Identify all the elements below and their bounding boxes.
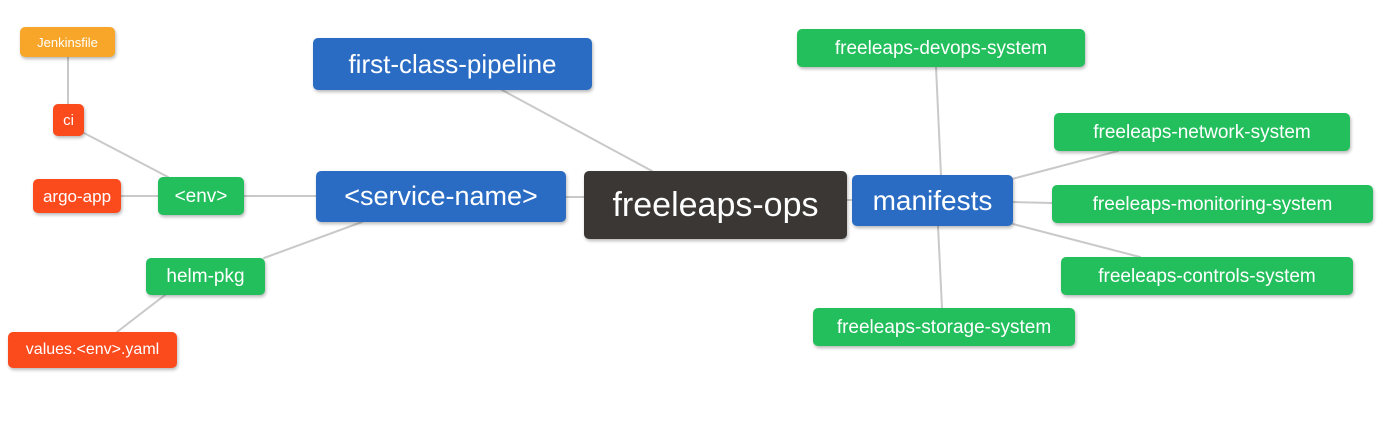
edge-manifests-freeleaps-devops-system <box>935 66 942 176</box>
mindmap-node-freeleaps-devops-system[interactable]: freeleaps-devops-system <box>797 29 1085 67</box>
mindmap-node-ci[interactable]: ci <box>53 104 84 136</box>
edge-manifests-freeleaps-controls-system <box>1012 223 1141 258</box>
edge-manifests-freeleaps-storage-system <box>937 225 943 309</box>
edge-manifests-freeleaps-monitoring-system <box>1012 201 1053 204</box>
mindmap-node-freeleaps-network-system[interactable]: freeleaps-network-system <box>1054 113 1350 151</box>
mindmap-node-values-env-yaml[interactable]: values.<env>.yaml <box>8 332 177 368</box>
mindmap-node-env[interactable]: <env> <box>158 177 244 215</box>
mindmap-node-service-name[interactable]: <service-name> <box>316 171 566 222</box>
edge-manifests-freeleaps-network-system <box>1011 150 1119 180</box>
mindmap-node-freeleaps-controls-system[interactable]: freeleaps-controls-system <box>1061 257 1353 295</box>
mindmap-node-helm-pkg[interactable]: helm-pkg <box>146 258 265 295</box>
edge-ci-env <box>83 132 169 178</box>
mindmap-node-first-class-pipeline[interactable]: first-class-pipeline <box>313 38 592 90</box>
mindmap-node-jenkinsfile[interactable]: Jenkinsfile <box>20 27 115 57</box>
mindmap-node-argo-app[interactable]: argo-app <box>33 179 121 213</box>
mindmap-node-manifests[interactable]: manifests <box>852 175 1013 226</box>
mindmap-node-freeleaps-storage-system[interactable]: freeleaps-storage-system <box>813 308 1075 346</box>
edge-helm-pkg-values-env-yaml <box>116 294 166 333</box>
mindmap-node-freeleaps-ops[interactable]: freeleaps-ops <box>584 171 847 239</box>
edge-service-name-helm-pkg <box>263 221 363 259</box>
mindmap-node-freeleaps-monitoring-system[interactable]: freeleaps-monitoring-system <box>1052 185 1373 223</box>
edge-first-class-pipeline-freeleaps-ops <box>501 89 653 172</box>
